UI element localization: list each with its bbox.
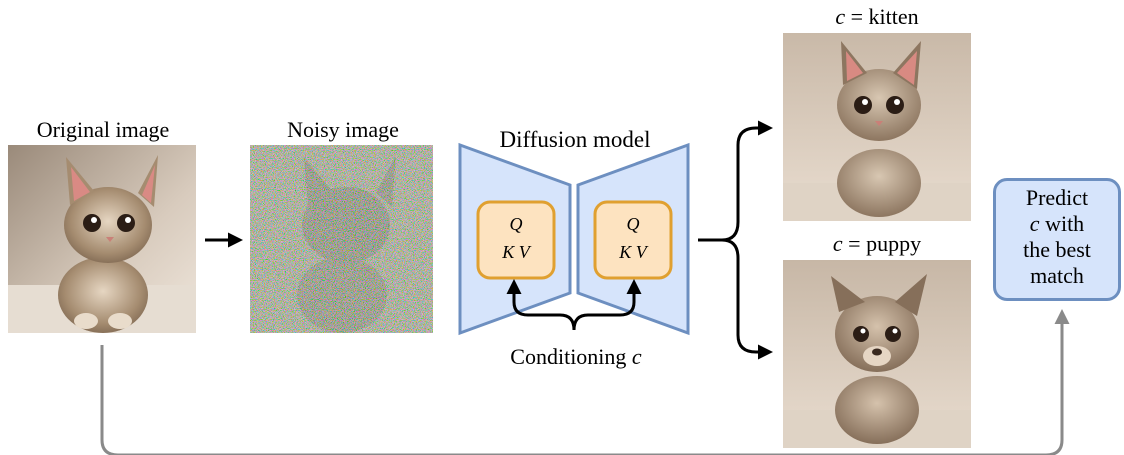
conditioning-brace [512, 282, 636, 331]
predict-line-3: the best [1023, 237, 1091, 262]
puppy-condition-label: c = puppy [832, 231, 922, 256]
conditioning-label: Conditioning c [510, 344, 642, 369]
output-brace [698, 120, 773, 242]
predict-line-4: match [1030, 263, 1084, 288]
predict-box: Predict c with the best match [993, 178, 1121, 301]
noisy-image-label: Noisy image [287, 117, 399, 142]
feedback-arrow [100, 309, 1070, 455]
kitten-output-image [783, 33, 971, 221]
attention-block-right [593, 200, 673, 280]
attn-left-kv: K V [501, 242, 532, 262]
original-kitten-image [8, 145, 196, 333]
original-image-label: Original image [36, 117, 170, 142]
kitten-condition-label: c = kitten [835, 4, 919, 29]
noisy-kitten-image [250, 145, 433, 333]
predict-line-1: Predict [1025, 185, 1089, 210]
attn-right-q: Q [627, 214, 640, 234]
attn-left-q: Q [510, 214, 523, 234]
attention-block-left [476, 200, 556, 280]
attn-right-kv: K V [618, 242, 649, 262]
diffusion-model-label: Diffusion model [499, 127, 651, 152]
predict-line-2: c with [1029, 211, 1085, 236]
puppy-output-image [783, 260, 971, 448]
